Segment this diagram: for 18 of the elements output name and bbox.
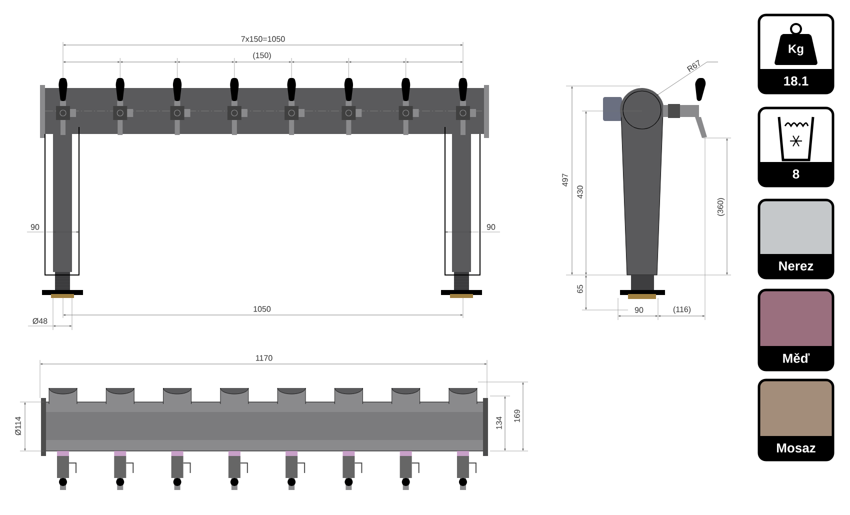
dimension-label: (360) — [717, 198, 725, 216]
dimension-label: (150) — [253, 52, 271, 60]
dimension-label: 430 — [577, 186, 583, 198]
dimension-label: Ø114 — [15, 416, 21, 436]
dimension-label: 1170 — [256, 355, 272, 361]
dimension-label: Ø48 — [32, 318, 48, 324]
dimension-label: 169 — [514, 410, 520, 422]
dimension-label: R67 — [686, 60, 700, 72]
dimension-label: 7x150=1050 — [241, 36, 285, 42]
dimension-label: 65 — [577, 284, 583, 294]
dimension-label: 1050 — [254, 306, 271, 312]
dimension-label: 90 — [634, 307, 644, 313]
dimension-label: 90 — [30, 224, 40, 230]
dimension-label: 134 — [496, 416, 502, 430]
dimension-label: (116) — [673, 306, 691, 314]
value-badge: 8 — [758, 106, 834, 188]
dimension-label: 90 — [486, 224, 496, 230]
dimension-label: 497 — [562, 174, 568, 186]
